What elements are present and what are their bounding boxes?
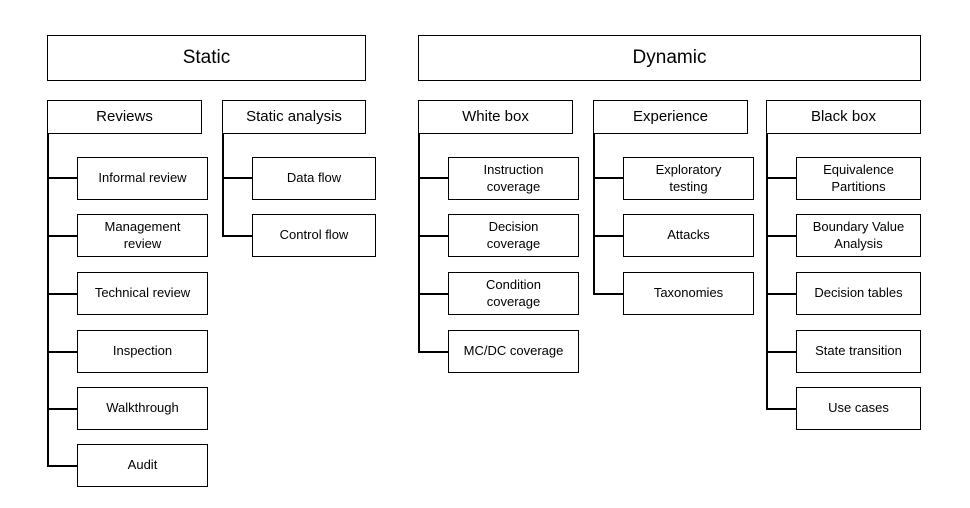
reviews-connector [47,134,49,465]
dynamic-box: Dynamic [418,35,921,81]
reviews-tick [47,177,77,179]
black-box-box: Black box [766,100,921,134]
white-box-tick [418,235,448,237]
mcdc-coverage-box: MC/DC coverage [448,330,579,373]
reviews-tick [47,235,77,237]
black-box-tick [766,408,796,410]
white-box-connector [418,134,420,351]
use-cases-box: Use cases [796,387,921,430]
condition-coverage-box: Condition coverage [448,272,579,315]
black-box-tick [766,293,796,295]
exploratory-testing-box: Exploratory testing [623,157,754,200]
experience-tick [593,235,623,237]
boundary-value-analysis-box: Boundary Value Analysis [796,214,921,257]
white-box-tick [418,177,448,179]
taxonomies-box: Taxonomies [623,272,754,315]
attacks-box: Attacks [623,214,754,257]
state-transition-box: State transition [796,330,921,373]
static-analysis-tick [222,177,252,179]
white-box-box: White box [418,100,573,134]
management-review-box: Management review [77,214,208,257]
black-box-tick [766,177,796,179]
reviews-tick [47,293,77,295]
technical-review-box: Technical review [77,272,208,315]
reviews-tick [47,465,77,467]
informal-review-box: Informal review [77,157,208,200]
instruction-coverage-box: Instruction coverage [448,157,579,200]
black-box-tick [766,235,796,237]
inspection-box: Inspection [77,330,208,373]
reviews-tick [47,408,77,410]
white-box-tick [418,351,448,353]
static-analysis-connector [222,134,224,235]
audit-box: Audit [77,444,208,487]
experience-tick [593,177,623,179]
experience-connector [593,134,595,293]
walkthrough-box: Walkthrough [77,387,208,430]
control-flow-box: Control flow [252,214,376,257]
white-box-tick [418,293,448,295]
static-analysis-box: Static analysis [222,100,366,134]
data-flow-box: Data flow [252,157,376,200]
black-box-connector [766,134,768,408]
equivalence-partitions-box: Equivalence Partitions [796,157,921,200]
decision-coverage-box: Decision coverage [448,214,579,257]
reviews-box: Reviews [47,100,202,134]
black-box-tick [766,351,796,353]
decision-tables-box: Decision tables [796,272,921,315]
reviews-tick [47,351,77,353]
experience-tick [593,293,623,295]
experience-box: Experience [593,100,748,134]
static-box: Static [47,35,366,81]
static-analysis-tick [222,235,252,237]
